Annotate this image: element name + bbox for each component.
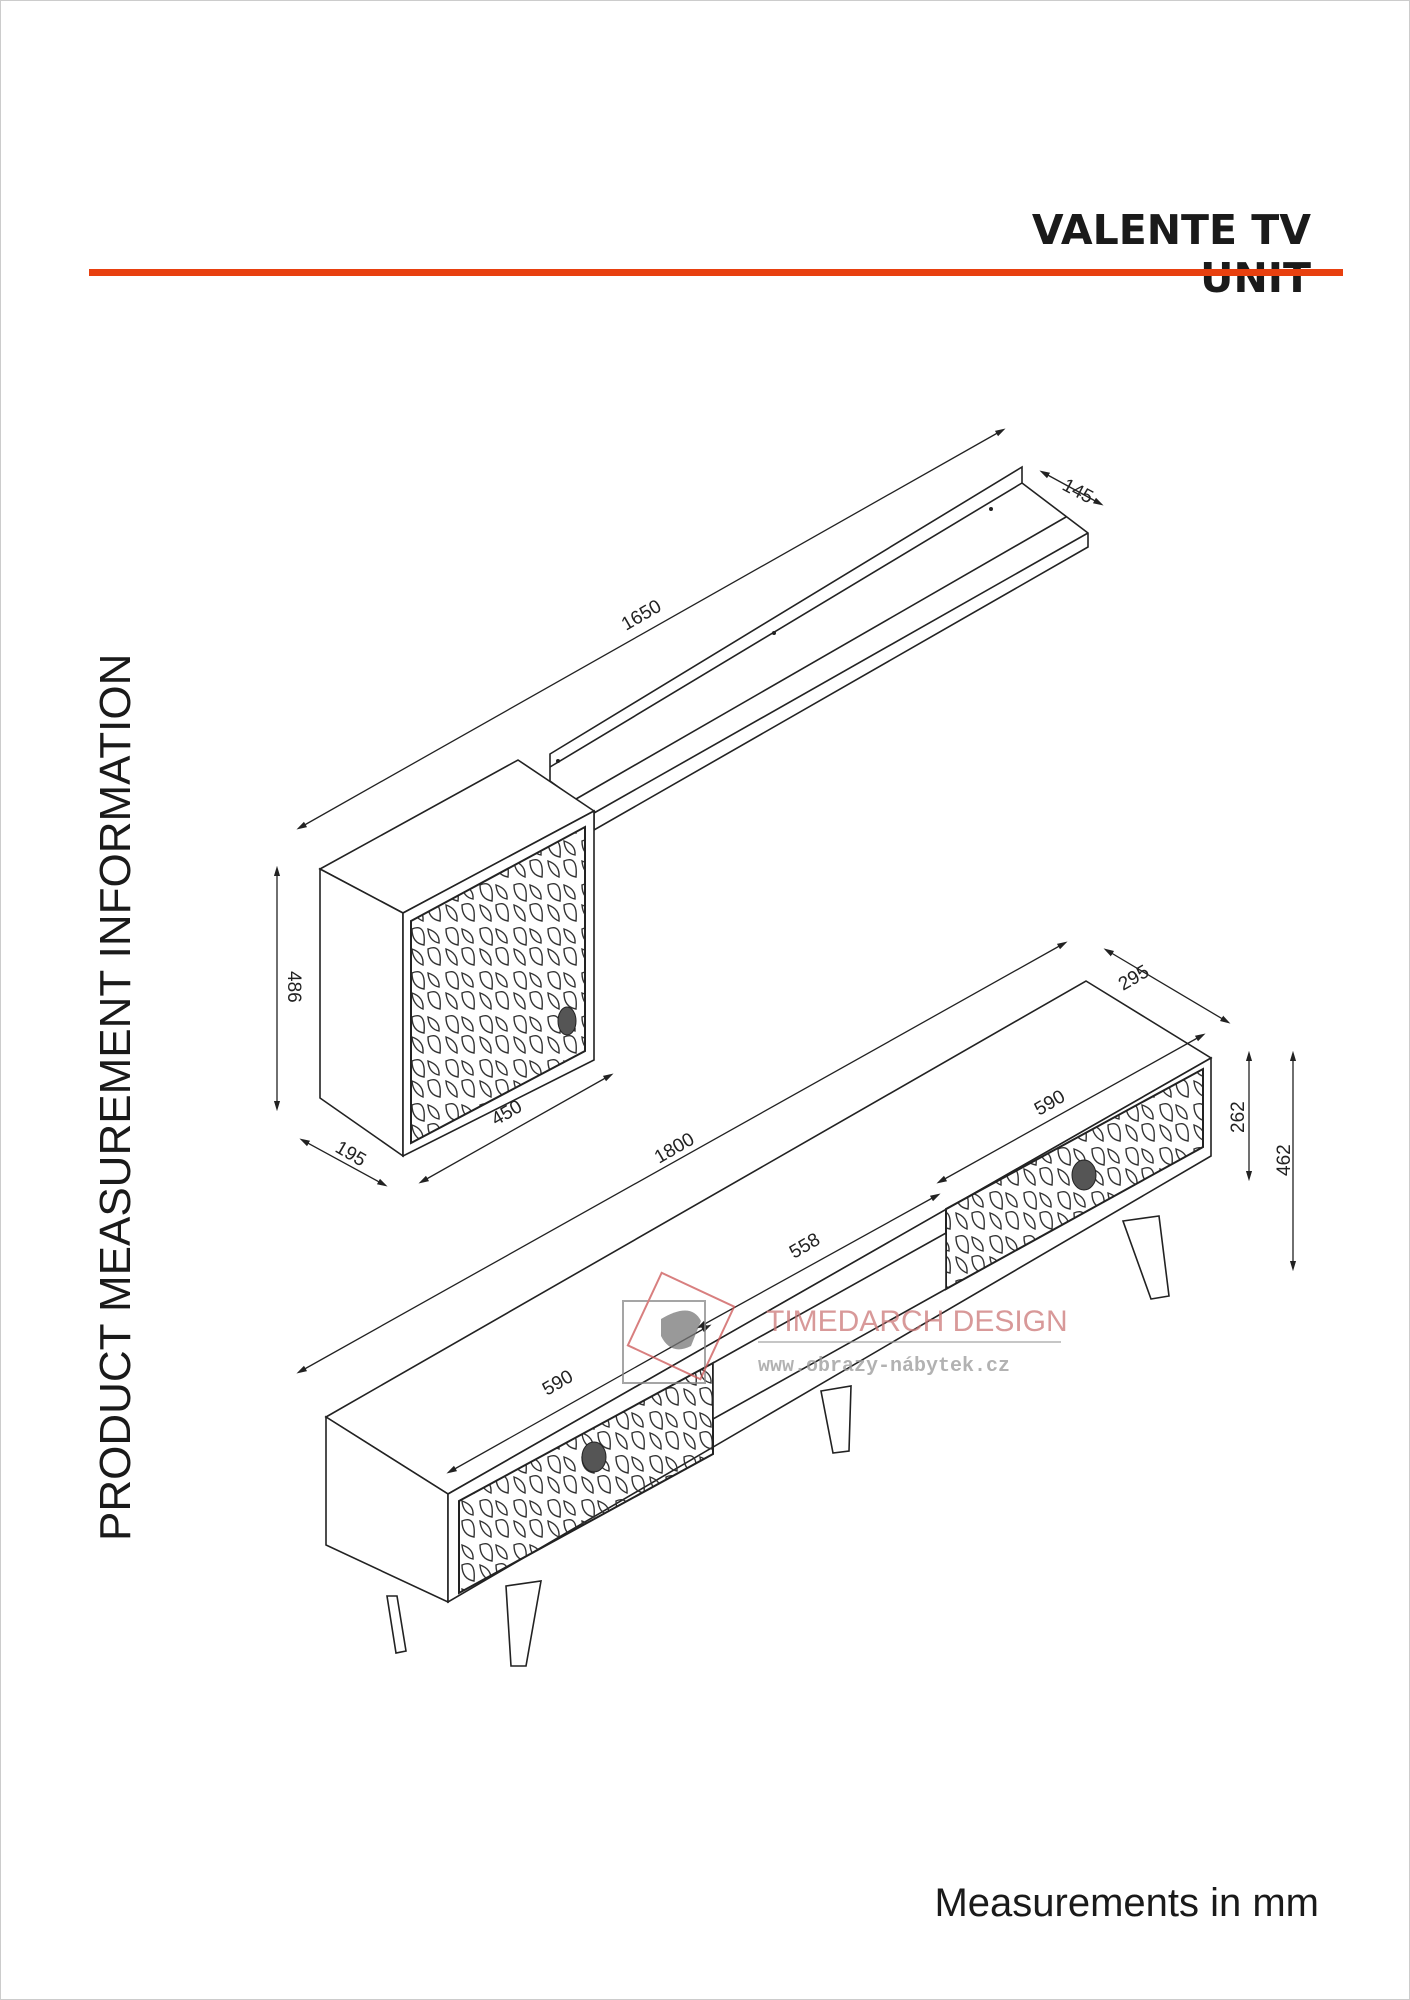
- dim-tv-length: 1800: [651, 1129, 698, 1168]
- leg: [820, 1385, 852, 1454]
- leg: [505, 1580, 542, 1667]
- units-note: Measurements in mm: [934, 1881, 1319, 1925]
- wall-shelf: [549, 465, 1089, 832]
- page-title: VALENTE TV UNIT: [1031, 206, 1311, 302]
- leg: [1121, 1215, 1170, 1300]
- dim-total-height: 462: [1274, 1144, 1295, 1176]
- leg: [386, 1595, 407, 1654]
- dim-tv-depth: 295: [1115, 961, 1153, 995]
- dim-body-height: 262: [1228, 1101, 1249, 1133]
- dimension-lines: [273, 428, 1297, 1474]
- handle-icon: [1071, 1159, 1097, 1191]
- dim-shelf-depth: 145: [1059, 475, 1097, 508]
- dim-cabinet-depth: 195: [332, 1137, 370, 1171]
- handle-icon: [557, 1006, 577, 1036]
- dim-shelf-length: 1650: [618, 596, 665, 635]
- title-underline: [89, 269, 1343, 276]
- dim-cabinet-height: 486: [283, 971, 304, 1003]
- watermark-logo: TIMEDARCH DESIGN www.obrazy-nábytek.cz: [622, 1271, 1068, 1384]
- handle-icon: [581, 1441, 607, 1473]
- wall-cabinet: [318, 759, 596, 1158]
- watermark-url: www.obrazy-nábytek.cz: [758, 1355, 1010, 1378]
- watermark-brand: TIMEDARCH DESIGN: [766, 1305, 1068, 1338]
